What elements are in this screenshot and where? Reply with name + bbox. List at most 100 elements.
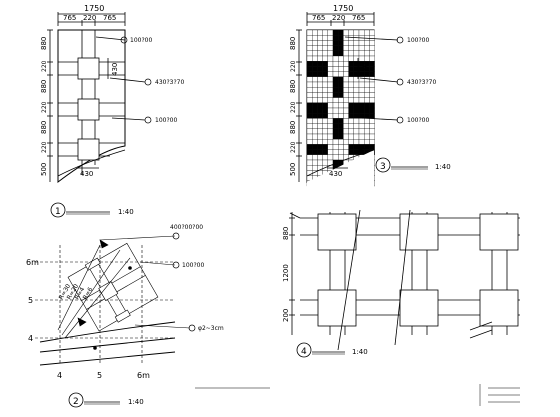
paving-tile bbox=[332, 50, 339, 57]
paving-tile bbox=[364, 81, 370, 88]
paving-tile bbox=[338, 92, 344, 98]
paving-tile bbox=[317, 159, 323, 166]
paving-tile bbox=[312, 76, 318, 83]
paving-tile bbox=[317, 71, 323, 77]
callout-3b: 430?3?70 bbox=[407, 79, 436, 86]
paving-tile bbox=[306, 45, 313, 51]
callout-3a: 100?00 bbox=[407, 37, 429, 44]
paving-tile bbox=[322, 97, 328, 103]
paving-tile bbox=[364, 50, 370, 57]
detail-3-callouts: 100?00 430?3?70 100?00 bbox=[396, 36, 436, 124]
paving-tile bbox=[358, 40, 365, 46]
dim-left-6: 220 bbox=[41, 141, 48, 153]
paving-tile bbox=[327, 81, 334, 88]
dim-bottom: 430 bbox=[80, 170, 93, 178]
paving-tile bbox=[332, 128, 339, 135]
dim3-right: 430 bbox=[361, 63, 369, 76]
dim-left-3: 880 bbox=[40, 80, 48, 93]
paving-tile bbox=[338, 81, 344, 88]
paving-tile bbox=[322, 92, 328, 98]
paving-tile bbox=[312, 92, 318, 98]
paving-tile bbox=[358, 128, 365, 135]
paving-tile bbox=[348, 118, 354, 124]
paving-tile bbox=[348, 45, 354, 51]
paving-tile bbox=[317, 40, 323, 46]
paving-tile bbox=[327, 102, 334, 109]
paving-tile bbox=[317, 154, 323, 161]
paving-tile bbox=[343, 55, 349, 62]
paving-tile bbox=[369, 61, 375, 67]
paving-tile bbox=[338, 29, 344, 36]
paving-tile bbox=[322, 154, 328, 161]
paving-tile bbox=[332, 118, 339, 124]
paving-tile bbox=[348, 128, 354, 135]
dim4-left-3: 200 bbox=[282, 309, 290, 322]
paving-tile bbox=[364, 113, 370, 119]
paving-tile bbox=[338, 113, 344, 119]
detail-4-scale: 1:40 bbox=[352, 348, 368, 356]
paving-tile bbox=[343, 76, 349, 83]
paving-tile bbox=[317, 107, 323, 114]
paving-tile bbox=[364, 97, 370, 103]
paving-tile bbox=[343, 61, 349, 67]
paving-tile bbox=[338, 35, 344, 41]
paving-tile bbox=[358, 123, 365, 129]
paving-tile bbox=[312, 123, 318, 129]
paving-tile bbox=[358, 139, 365, 145]
paving-tile bbox=[306, 123, 313, 129]
paving-tile bbox=[369, 102, 375, 109]
paving-tile bbox=[364, 87, 370, 93]
paving-tile bbox=[332, 76, 339, 83]
paving-tile bbox=[358, 102, 365, 109]
paving-tile bbox=[306, 71, 313, 77]
callout-2c: φ2~3cm bbox=[198, 325, 224, 332]
grid-x-5: 5 bbox=[97, 371, 102, 380]
paving-tile bbox=[343, 81, 349, 88]
paving-tile bbox=[364, 55, 370, 62]
paving-tile bbox=[369, 29, 375, 36]
paving-tile bbox=[343, 107, 349, 114]
paving-tile bbox=[358, 133, 365, 140]
paving-tile bbox=[332, 107, 339, 114]
dim3-top-right: 765 bbox=[352, 14, 365, 22]
paving-tile bbox=[312, 154, 318, 161]
paving-tile bbox=[338, 133, 344, 140]
paving-tile bbox=[364, 76, 370, 83]
paving-tile bbox=[317, 35, 323, 41]
paving-tile bbox=[343, 144, 349, 150]
paving-tile bbox=[317, 170, 323, 176]
paving-tile bbox=[343, 123, 349, 129]
paving-tile bbox=[327, 40, 334, 46]
dim3-left-2: 220 bbox=[290, 60, 297, 72]
paving-tile bbox=[369, 40, 375, 46]
paving-tile bbox=[332, 149, 339, 155]
paving-tile bbox=[312, 71, 318, 77]
paving-tile bbox=[332, 102, 339, 109]
paving-tile bbox=[353, 102, 360, 109]
callout-3c: 100?00 bbox=[407, 117, 429, 124]
paving-tile bbox=[317, 55, 323, 62]
paving-tile bbox=[353, 133, 360, 140]
detail-4-title: 4 1:40 bbox=[296, 342, 368, 358]
paving-tile bbox=[369, 55, 375, 62]
paving-tile bbox=[322, 87, 328, 93]
paving-tile bbox=[306, 144, 313, 150]
paving-tile bbox=[364, 29, 370, 36]
paving-tile bbox=[343, 97, 349, 103]
paving-tile bbox=[369, 97, 375, 103]
paving-tile bbox=[306, 81, 313, 88]
paving-tile bbox=[306, 165, 313, 171]
paving-tile bbox=[306, 159, 313, 166]
paving-tile bbox=[317, 66, 323, 72]
paving-tile bbox=[312, 133, 318, 140]
paving-tile bbox=[327, 139, 334, 145]
paving-tile bbox=[343, 40, 349, 46]
paving-tile bbox=[338, 45, 344, 51]
paving-tile bbox=[317, 102, 323, 109]
paving-tile bbox=[364, 107, 370, 114]
paving-tile bbox=[369, 45, 375, 51]
paving-tile bbox=[317, 81, 323, 88]
paving-tile bbox=[369, 107, 375, 114]
paving-tile bbox=[322, 35, 328, 41]
paving-tile bbox=[338, 128, 344, 135]
